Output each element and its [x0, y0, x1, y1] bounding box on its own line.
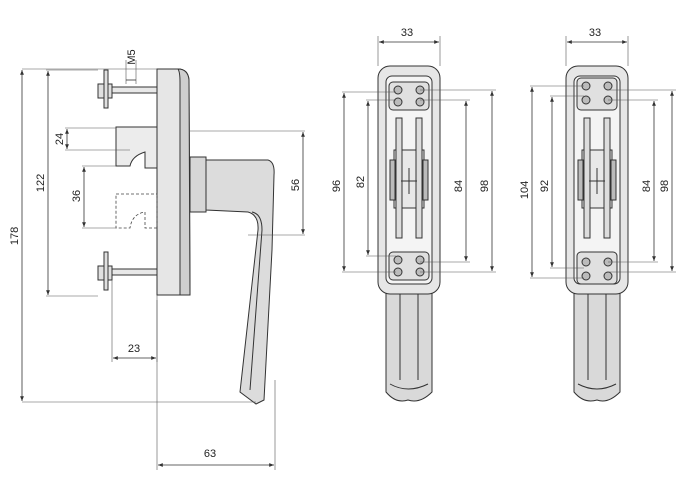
rear-b-lever	[573, 289, 621, 402]
rear-a-lever	[385, 289, 433, 402]
dim-upper-slot-label: 24	[54, 133, 66, 145]
lower-screw-thread	[111, 268, 158, 276]
dim-projection-label: 63	[204, 448, 216, 460]
dim-thread-label: M5	[126, 49, 138, 64]
handle-lever-inner	[249, 211, 263, 391]
rear-b-width-label: 33	[589, 27, 601, 39]
rear-a-inner-right-label: 84	[453, 180, 465, 192]
upper-screw	[97, 69, 158, 109]
handle-base-highlight	[177, 68, 191, 296]
dim-screw-spacing-label: 122	[35, 174, 47, 192]
rear-a-width-label: 33	[401, 27, 413, 39]
side-view: M5 178 122 24 36 56 23 63	[9, 49, 305, 470]
upper-screw-thread	[111, 86, 158, 94]
lower-fork-hidden	[115, 193, 158, 229]
upper-screw-shaft	[103, 69, 109, 109]
dim-screw-depth-label: 23	[128, 343, 140, 355]
rear-a-outer-left-label: 96	[331, 180, 343, 192]
dim-spindle-offset-label: 56	[290, 179, 302, 191]
dim-overall-height-label: 178	[9, 227, 21, 245]
rear-a-inner-left-label: 82	[355, 176, 367, 188]
rear-b-outer-left-label: 104	[519, 181, 531, 199]
rear-b-outer-right-label: 98	[659, 180, 671, 192]
rear-b-inner-left-label: 92	[539, 180, 551, 192]
rear-b-mechanism	[577, 117, 617, 239]
handle-neck	[189, 156, 207, 213]
rear-a-outer-right-label: 98	[479, 180, 491, 192]
rear-a-screw-bosses	[388, 81, 430, 281]
lower-screw-shaft	[103, 251, 109, 291]
rear-view-a: 33 96 82 84 98	[331, 27, 496, 402]
dim-lower-slot-label: 36	[71, 190, 83, 202]
rear-view-b: 33 104 92 84 98	[519, 27, 676, 402]
handle-lever	[205, 159, 275, 405]
lower-screw	[97, 251, 158, 291]
rear-a-mechanism	[389, 117, 429, 239]
rear-b-inner-right-label: 84	[641, 180, 653, 192]
upper-fork	[115, 126, 158, 169]
